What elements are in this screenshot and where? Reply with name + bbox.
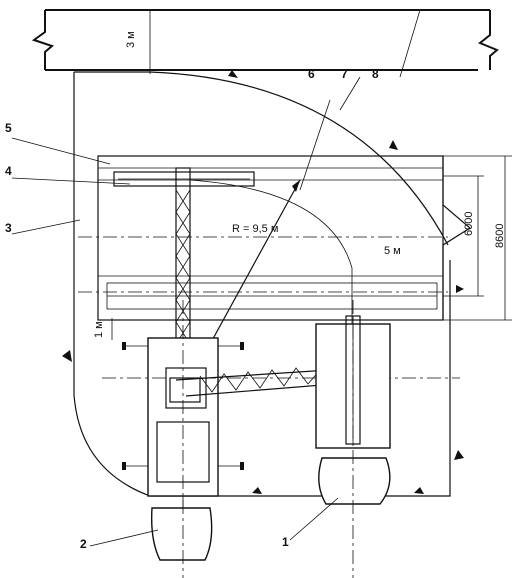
dim-gap-1m: 1 м bbox=[93, 321, 105, 338]
crane-2 bbox=[122, 300, 244, 578]
slew-ring bbox=[169, 377, 201, 403]
zone-arrow-mid bbox=[456, 285, 464, 293]
dim-span-inner: 6000 bbox=[463, 212, 475, 236]
dim-span-outer: 8600 bbox=[494, 224, 506, 248]
callout-6: 6 bbox=[308, 67, 315, 81]
crane-1 bbox=[315, 300, 391, 578]
zone-arrow-right bbox=[389, 140, 398, 150]
dim-radius: R = 9,5 м bbox=[232, 223, 278, 235]
building-wall bbox=[31, 9, 499, 74]
zone-arrow-left bbox=[62, 350, 72, 362]
zone-arrow-top bbox=[228, 70, 238, 78]
structure-break bbox=[442, 156, 472, 320]
callout-8: 8 bbox=[372, 67, 379, 81]
leader-lines bbox=[11, 9, 421, 547]
structure-area bbox=[78, 155, 448, 321]
dim-top-distance: 3 м bbox=[125, 31, 137, 48]
callout-2: 2 bbox=[80, 537, 87, 551]
dim-zone-5m: 5 м bbox=[384, 245, 401, 257]
dimension-lines-right bbox=[443, 155, 512, 321]
callout-1: 1 bbox=[282, 535, 289, 549]
callout-4: 4 bbox=[5, 164, 12, 178]
zone-arrow-bottom2 bbox=[414, 487, 424, 494]
callout-7: 7 bbox=[341, 67, 348, 81]
zone-arrow-br bbox=[454, 450, 464, 460]
callout-5: 5 bbox=[5, 121, 12, 135]
zone-arrow-bottom1 bbox=[252, 487, 262, 494]
beam-element bbox=[113, 171, 255, 187]
callout-3: 3 bbox=[5, 221, 12, 235]
